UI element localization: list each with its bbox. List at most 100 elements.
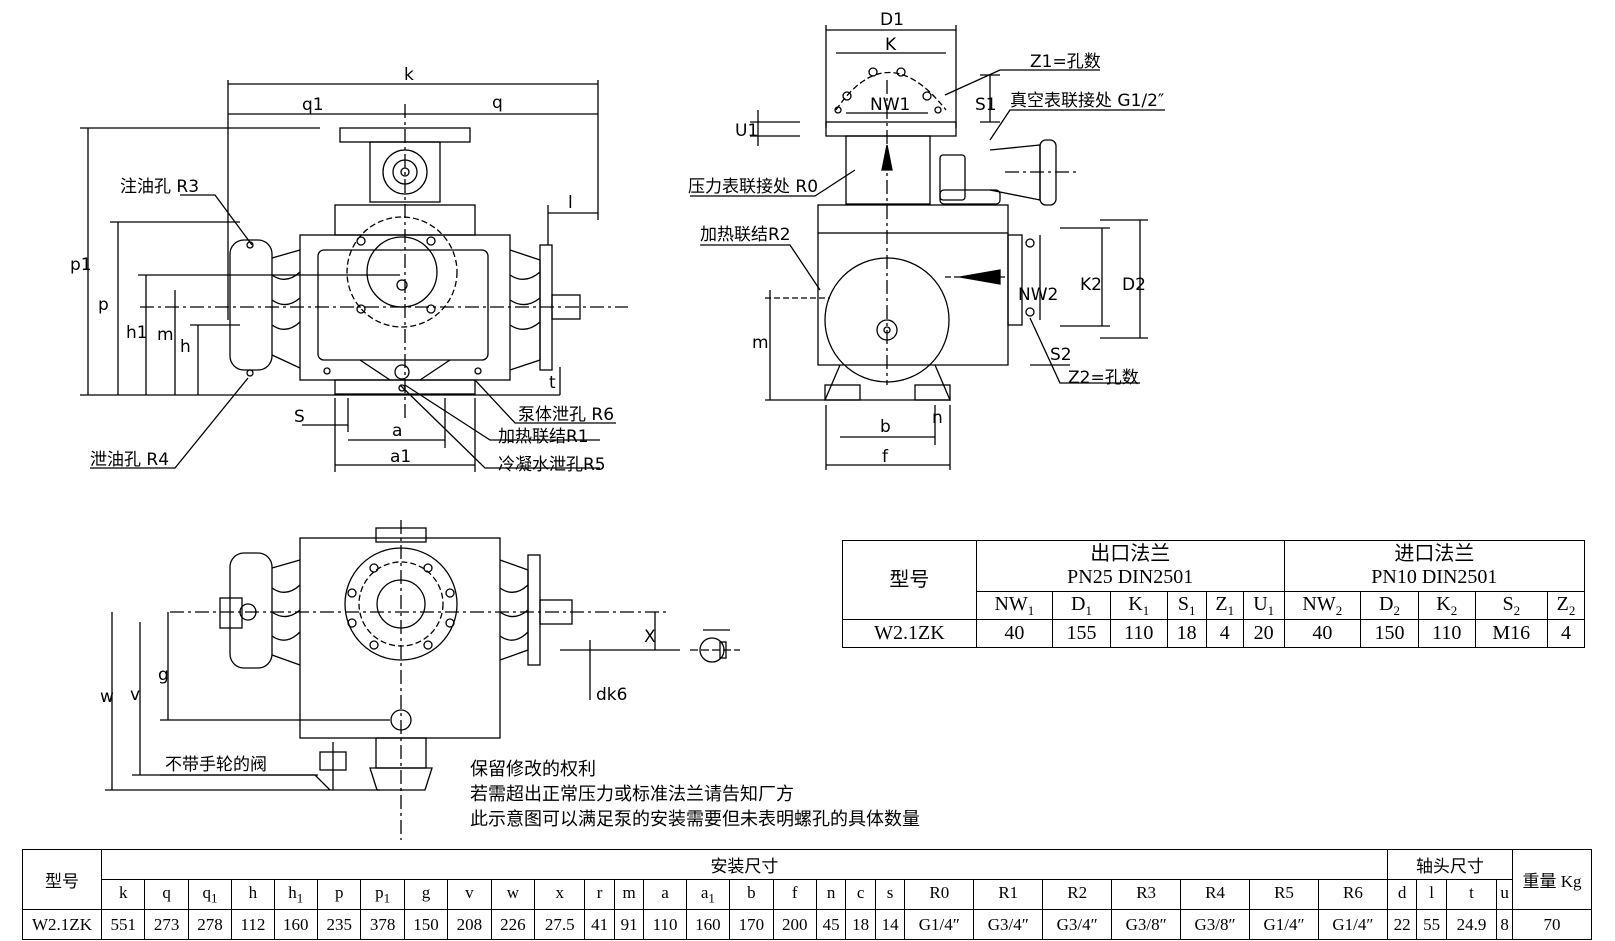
dim-h: h [180,337,191,357]
valve-label: 不带手轮的阀 [165,755,267,775]
column-header: s [874,879,906,910]
column-header: Z1 [1205,591,1244,620]
table-cell: 226 [490,909,536,940]
column-header: l [1416,879,1447,910]
vacuum-label: 真空表联接处 G1/2″ [1010,91,1164,111]
table-cell: 110 [1109,619,1168,648]
dim-k2: K2 [1080,275,1102,295]
dim-p: p [98,295,109,315]
table-cell: 150 [1360,619,1419,648]
table-cell: 45 [815,909,847,940]
column-header: g [403,879,449,910]
column-header: R6 [1317,879,1388,910]
column-header: U1 [1242,591,1285,620]
shaft-header: 轴头尺寸 [1386,849,1514,880]
table-cell: 55 [1416,909,1447,940]
dim-n: n [932,408,943,428]
column-header: w [490,879,536,910]
column-header: c [845,879,876,910]
column-header: v [447,879,492,910]
dim-d1: D1 [880,10,904,30]
table-cell: 160 [273,909,319,940]
column-header: p [316,879,362,910]
dim-model-header: 型号 [22,849,102,910]
oil-drain-label: 泄油孔 R4 [90,450,169,470]
column-header: k [100,879,146,910]
table-cell: 200 [772,909,817,940]
table-cell: 24.9 [1445,909,1498,940]
column-header: q [144,879,189,910]
table-cell: 91 [613,909,645,940]
table-cell: 4 [1547,619,1585,648]
table-cell: 112 [231,909,275,940]
table-cell: 155 [1052,619,1111,648]
column-header: h1 [273,879,319,910]
column-header: p1 [360,879,405,910]
weight-header: 重量 Kg [1512,849,1592,910]
pressure-label: 压力表联接处 R0 [688,177,818,197]
dim-w: w [100,687,114,707]
column-header: Z2 [1547,591,1585,620]
dim-k-flange: K [885,35,897,55]
top-view-labels: X g v w dk6 不带手轮的阀 [100,627,656,775]
dim-t: t [549,373,556,393]
column-header: u [1496,879,1513,910]
table-cell: G1/4″ [1317,909,1388,940]
dim-s2: S2 [1050,345,1072,365]
dim-p1: p1 [70,255,92,275]
table-cell: 150 [403,909,449,940]
table-cell: 273 [144,909,189,940]
column-header: NW2 [1283,591,1362,620]
table-cell: G3/4″ [973,909,1044,940]
heat-r1-label: 加热联结R1 [498,427,589,447]
column-header: R3 [1111,879,1182,910]
column-header: S2 [1474,591,1549,620]
dim-a: a [392,421,402,441]
column-header: a1 [685,879,731,910]
column-header: K1 [1109,591,1168,620]
column-header: f [772,879,817,910]
column-header: R4 [1180,879,1251,910]
dim-s1: S1 [975,95,997,115]
table-cell: G3/4″ [1042,909,1113,940]
table-cell: 41 [584,909,615,940]
column-header: n [815,879,847,910]
table-cell: 18 [1166,619,1207,648]
table-cell: G3/8″ [1180,909,1251,940]
dim-u1: U1 [735,121,758,141]
table-cell: 551 [100,909,146,940]
column-header: R5 [1249,879,1319,910]
column-header: a [643,879,687,910]
note-install: 此示意图可以满足泵的安装需要但未表明螺孔的具体数量 [470,809,920,830]
note-pressure: 若需超出正常压力或标准法兰请告知厂方 [470,784,794,805]
column-header: R0 [904,879,975,910]
dim-x: X [644,627,656,647]
table-cell: G3/8″ [1111,909,1182,940]
table-cell: 170 [729,909,774,940]
oil-fill-label: 注油孔 R3 [120,177,199,197]
front-view [80,80,628,472]
column-header: d [1386,879,1418,910]
table-cell: 27.5 [534,909,586,940]
dim-a1: a1 [390,447,411,467]
column-header: b [729,879,774,910]
column-header: r [584,879,615,910]
dim-d2: D2 [1122,275,1146,295]
dim-l: l [568,193,573,213]
table-cell: 110 [1417,619,1476,648]
flange-model-header: 型号 [842,540,977,620]
column-header: R2 [1042,879,1113,910]
dim-q: q [492,93,503,113]
table-cell: G1/4″ [1249,909,1319,940]
column-header: h [231,879,275,910]
heat-r2-label: 加热联结R2 [700,225,791,245]
table-cell: 40 [975,619,1054,648]
table-cell: 22 [1386,909,1418,940]
dim-k: k [404,65,414,85]
